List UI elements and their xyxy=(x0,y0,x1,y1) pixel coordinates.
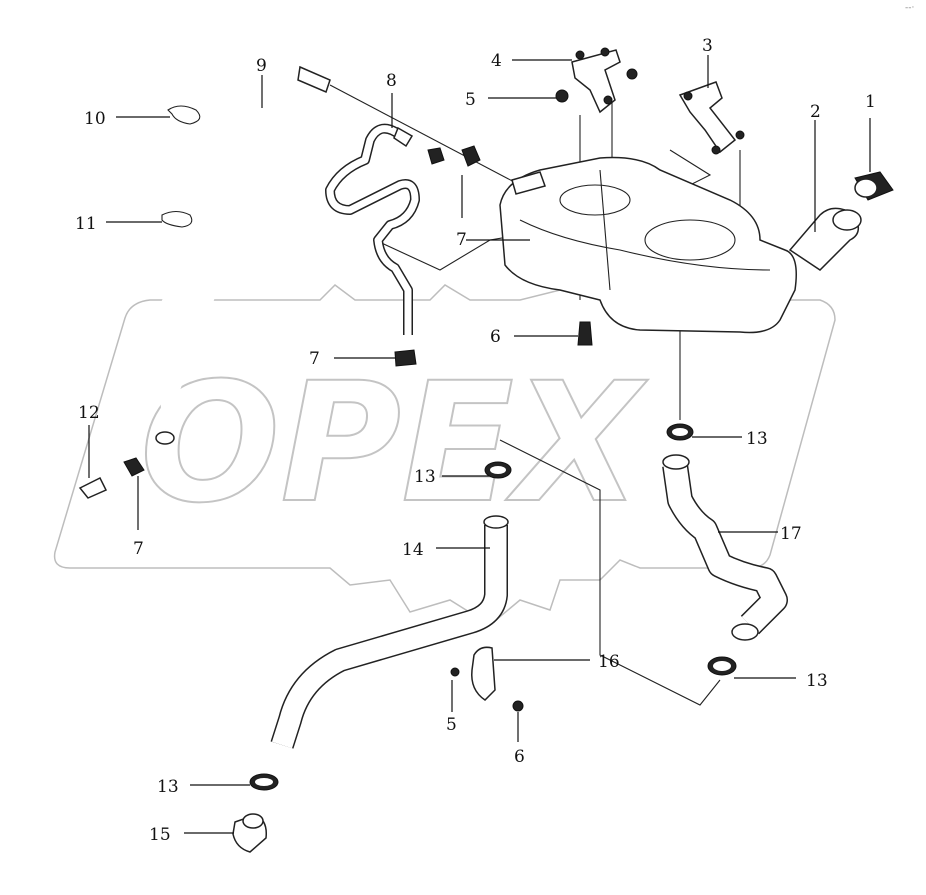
nut-5a xyxy=(555,89,569,103)
clip-11 xyxy=(161,210,193,228)
callout-1: 1 xyxy=(865,92,876,112)
callout-12: 12 xyxy=(78,403,100,423)
callout-13b: 13 xyxy=(414,467,436,487)
clamp-13c xyxy=(707,656,737,676)
fuel-tank xyxy=(499,156,797,334)
callout-13c: 13 xyxy=(806,671,828,691)
callout-16: 16 xyxy=(598,652,620,672)
callout-5b: 5 xyxy=(446,715,457,735)
watermark-text: OPEX xyxy=(140,347,648,539)
callout-9: 9 xyxy=(256,56,267,76)
nut-4 xyxy=(626,68,638,80)
callout-11: 11 xyxy=(75,214,97,234)
connector-group xyxy=(123,145,546,477)
fitting-12 xyxy=(78,476,108,499)
fitting-15 xyxy=(232,813,268,853)
callout-10: 10 xyxy=(84,109,106,129)
callout-2: 2 xyxy=(810,102,821,122)
mounting-bracket-left xyxy=(571,47,621,114)
callout-6b: 6 xyxy=(514,747,525,767)
mounting-bracket-right xyxy=(678,81,745,155)
vent-hose-left xyxy=(155,65,339,445)
callout-4: 4 xyxy=(491,51,502,71)
clip-10 xyxy=(167,105,201,125)
clamp-13a xyxy=(666,423,694,441)
corner-mark: --· xyxy=(905,3,914,13)
clamp-13b xyxy=(484,461,512,479)
bolt-6a xyxy=(577,321,593,346)
callout-15: 15 xyxy=(149,825,171,845)
bracket-16 xyxy=(450,646,524,712)
hose-14 xyxy=(270,515,509,749)
callout-13a: 13 xyxy=(746,429,768,449)
tank-cap xyxy=(854,171,894,201)
callout-5a: 5 xyxy=(465,90,476,110)
leader-lines xyxy=(88,55,871,834)
clamp-13d xyxy=(249,773,279,791)
callout-3: 3 xyxy=(702,36,713,56)
callout-17: 17 xyxy=(780,524,802,544)
callout-7c: 7 xyxy=(133,539,144,559)
callout-7a: 7 xyxy=(456,230,467,250)
callouts: 1 2 3 4 5 5 6 6 7 7 7 8 9 10 11 12 13 13… xyxy=(75,36,876,845)
hose-17 xyxy=(662,454,788,641)
callout-6a: 6 xyxy=(490,327,501,347)
callout-14: 14 xyxy=(402,540,424,560)
fuel-tank-assembly xyxy=(499,156,862,334)
watermark-gear-outline xyxy=(53,284,836,626)
watermark: OPEX xyxy=(53,284,836,626)
callout-8: 8 xyxy=(386,71,397,91)
vent-hose-right xyxy=(325,123,420,335)
callout-13d: 13 xyxy=(157,777,179,797)
callout-7b: 7 xyxy=(309,349,320,369)
